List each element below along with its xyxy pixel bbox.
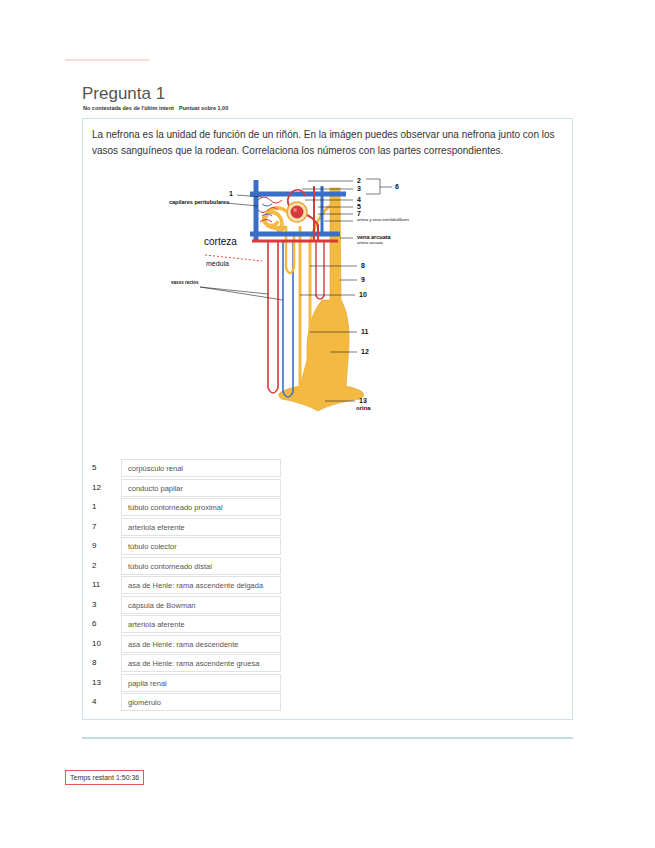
callout-number: 7: [356, 210, 362, 218]
answer-box: 13papila renal: [121, 674, 281, 692]
answer-term: túbulo colector: [128, 542, 177, 551]
answer-box: 12conducto papilar: [121, 479, 281, 497]
answer-number: 12: [92, 483, 101, 492]
answer-term: túbulo contorneado proximal: [128, 503, 223, 512]
answer-box: 10asa de Henle: rama descendente: [121, 635, 281, 653]
part-label: médula: [205, 260, 230, 268]
callout-number: 8: [360, 262, 366, 270]
answer-term: asa de Henle: rama ascendente delgada: [128, 581, 263, 590]
meta-text: Puntuat sobre 1,00: [178, 105, 229, 111]
answer-box: 8asa de Henle: rama ascendente gruesa: [121, 654, 281, 672]
answer-number: 8: [92, 658, 96, 667]
part-label: arteria y vena interlobulillares: [356, 218, 410, 222]
part-label: orina: [355, 405, 372, 412]
timer-text: Temps restant 1:50:36: [70, 774, 139, 781]
callout-number: 12: [360, 348, 370, 356]
answer-box: 4glomérulo: [121, 693, 281, 711]
answer-box: 6arteriola aferente: [121, 615, 281, 633]
answer-number: 1: [92, 502, 96, 511]
answer-term: arteriola aferente: [128, 620, 185, 629]
nephron-illustration: [205, 180, 364, 411]
callout-number: 3: [356, 185, 362, 193]
answer-box: 7arteriola eferente: [121, 518, 281, 536]
answer-box: 3cápsula de Bowman: [121, 596, 281, 614]
part-label: vena arcuata: [356, 234, 392, 240]
answer-term: arteriola eferente: [128, 523, 185, 532]
answer-box: 5corpúsculo renal: [121, 459, 281, 477]
separator-rule: [82, 737, 573, 739]
callout-number: 10: [358, 291, 368, 299]
callout-number: 1: [228, 190, 234, 198]
answer-box: 1túbulo contorneado proximal: [121, 498, 281, 516]
answer-box: 11asa de Henle: rama ascendente delgada: [121, 576, 281, 594]
answer-number: 10: [92, 639, 101, 648]
callout-number: 2: [356, 177, 362, 185]
answer-term: conducto papilar: [128, 484, 183, 493]
callout-number: 11: [360, 328, 369, 336]
answer-box: 2túbulo contorneado distal: [121, 557, 281, 575]
answer-number: 7: [92, 522, 96, 531]
callout-number: 4: [356, 196, 362, 204]
question-box: La nefrona es la unidad de función de un…: [82, 118, 573, 720]
part-label: corteza: [203, 236, 238, 247]
callout-number: 5: [356, 203, 362, 211]
answer-number: 13: [92, 678, 101, 687]
answer-number: 11: [92, 580, 100, 589]
part-label: capilares peritubulares: [168, 199, 230, 205]
answer-number: 3: [92, 600, 96, 609]
timer-box: Temps restant 1:50:36: [65, 770, 144, 785]
question-title: Pregunta 1: [82, 84, 165, 104]
answer-box: 9túbulo colector: [121, 537, 281, 555]
part-label: vasos rectos: [170, 281, 200, 286]
answer-number: 2: [92, 561, 96, 570]
part-label: arteria arcuata: [356, 241, 384, 245]
top-rule: [65, 60, 150, 61]
answer-term: asa de Henle: rama descendente: [128, 640, 239, 649]
answer-number: 4: [92, 697, 96, 706]
leader-lines: [200, 179, 392, 401]
answer-number: 6: [92, 619, 96, 628]
callout-number: 9: [360, 276, 366, 284]
meta-text: No contestada des de l'últim intent: [82, 105, 175, 111]
callout-number: 6: [394, 183, 400, 191]
answer-term: papila renal: [128, 679, 167, 688]
callout-number: 13: [358, 397, 368, 405]
question-text: La nefrona es la unidad de función de un…: [92, 127, 557, 158]
answer-number: 5: [92, 463, 96, 472]
answer-term: corpúsculo renal: [128, 464, 183, 473]
answer-term: túbulo contorneado distal: [128, 562, 212, 571]
answer-term: asa de Henle: rama ascendente gruesa: [128, 659, 259, 668]
answer-term: glomérulo: [128, 698, 161, 707]
answer-term: cápsula de Bowman: [128, 601, 196, 610]
answer-number: 9: [92, 541, 96, 550]
